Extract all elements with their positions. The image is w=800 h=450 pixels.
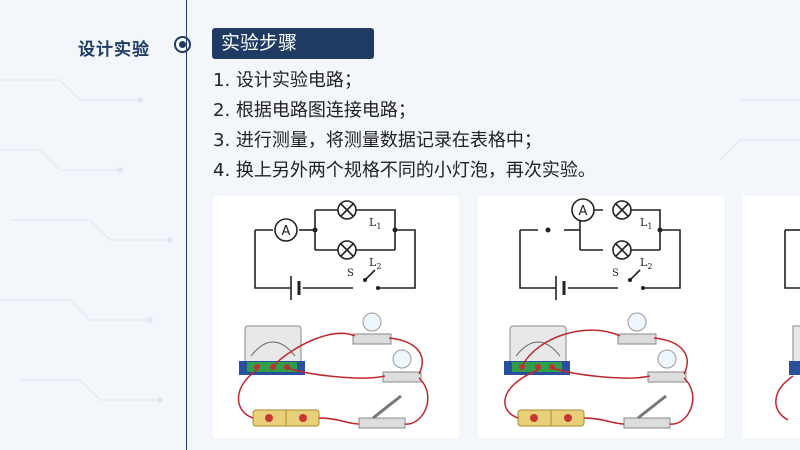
schematic-diagram (519, 209, 681, 300)
circuit-figure-1: A L1 L2 S (237, 200, 429, 429)
step-item: 3. 进行测量，将测量数据记录在表格中； (213, 130, 542, 151)
sidebar-title: 设计实验 (78, 40, 150, 60)
step-item: 1. 设计实验电路； (213, 70, 362, 91)
step-item: 2. 根据电路图连接电路； (213, 100, 416, 121)
ammeter-label: A (282, 224, 291, 239)
circuit-panel-1: A L1 L2 S (213, 196, 459, 438)
circuit-figure-2: A L1 L2 S (504, 198, 694, 429)
apparatus-illustration (504, 312, 694, 429)
ammeter-symbol: A (274, 218, 298, 242)
vertical-divider (186, 0, 187, 450)
timeline-dot-icon (174, 36, 191, 53)
lamp-l2-label: L2 (640, 256, 652, 271)
circuit-figure-3 (775, 229, 800, 421)
lamp-symbol-l1 (337, 200, 357, 220)
step-item: 4. 换上另外两个规格不同的小灯泡，再次实验。 (213, 160, 596, 181)
ammeter-symbol: A (571, 198, 595, 222)
switch-label: S (347, 268, 354, 279)
lamp-l1-label: L1 (640, 216, 652, 231)
lamp-l1-label: L1 (369, 216, 381, 231)
circuit-panel-3 (743, 196, 800, 438)
steps-list: 1. 设计实验电路； 2. 根据电路图连接电路； 3. 进行测量，将测量数据记录… (213, 66, 596, 186)
lamp-symbol-l2 (337, 240, 357, 260)
lamp-symbol-l1 (612, 200, 632, 220)
ammeter-label: A (579, 204, 588, 219)
circuit-panel-2: A L1 L2 S (478, 196, 724, 438)
section-badge: 实验步骤 (212, 28, 374, 59)
apparatus-illustration (237, 312, 429, 429)
lamp-symbol-l2 (612, 240, 632, 260)
lamp-l2-label: L2 (369, 256, 381, 271)
switch-label: S (612, 268, 619, 279)
